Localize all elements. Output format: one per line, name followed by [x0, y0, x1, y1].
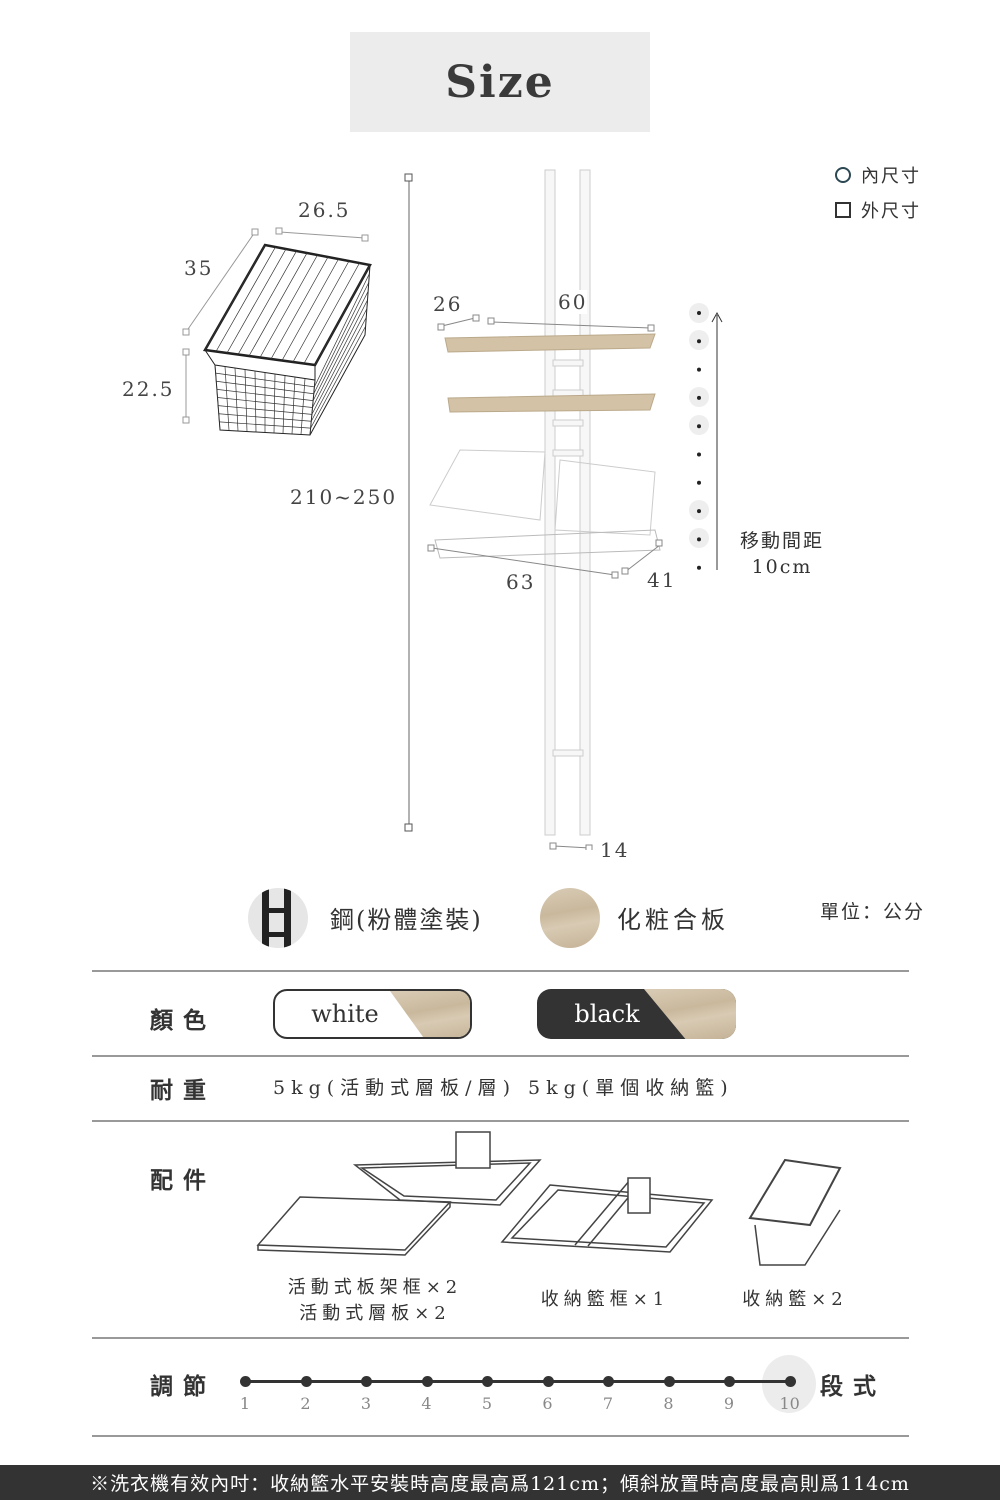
color-white-label: white	[311, 1000, 379, 1028]
adjust-step-dot[interactable]	[482, 1376, 493, 1387]
adjust-step-dot[interactable]	[240, 1376, 251, 1387]
adjust-step-dot[interactable]	[542, 1376, 554, 1387]
adjust-step-number: 6	[542, 1394, 553, 1413]
accessories-diagram	[256, 1131, 842, 1266]
basket-frame-depth-label: 41	[647, 568, 677, 592]
load-text: 5kg(活動式層板/層) 5kg(單個收納籃)	[273, 1077, 734, 1099]
accessories-row-label: 配件	[150, 1167, 216, 1194]
adjust-step-number: 9	[723, 1394, 735, 1413]
basket-frame-width-label: 63	[506, 570, 536, 594]
wood-material-icon	[540, 888, 600, 948]
legend-inner-label: 內尺寸	[861, 166, 921, 187]
load-row-label: 耐重	[150, 1077, 216, 1104]
color-black-label: black	[574, 1000, 640, 1028]
shelf-width-label: 60	[558, 290, 588, 314]
adjust-step-number: 5	[481, 1394, 493, 1413]
divider	[92, 1055, 909, 1057]
divider	[92, 1435, 909, 1437]
steel-material-icon	[248, 888, 308, 948]
material-wood: 化粧合板	[617, 906, 729, 934]
adjust-step-number: 1	[239, 1394, 251, 1413]
foot-label: 14	[600, 838, 630, 862]
adjust-step-number: 10	[779, 1394, 800, 1413]
adjust-step-dot[interactable]	[603, 1376, 614, 1387]
divider	[92, 1120, 909, 1122]
accessory-shelf-frame: 活動式板架框×2 活動式層板×2	[270, 1275, 480, 1327]
adjust-step-number: 7	[602, 1394, 614, 1413]
accessory-basket-frame: 收納籃框×1	[540, 1289, 670, 1310]
adjust-track	[245, 1380, 790, 1383]
rack-diagram	[427, 169, 663, 850]
color-option-white[interactable]: white	[273, 989, 472, 1039]
legend-outer-label: 外尺寸	[861, 201, 921, 222]
legend-outer: 外尺寸	[835, 197, 921, 223]
height-dimension	[404, 173, 413, 832]
adjust-step-dot[interactable]	[361, 1376, 372, 1387]
spacing-info: 移動間距 10cm	[740, 528, 824, 580]
legend-inner: 內尺寸	[835, 162, 921, 188]
color-option-black[interactable]: black	[537, 989, 736, 1039]
spacing-diagram	[689, 303, 723, 570]
basket-height-label: 22.5	[122, 377, 175, 401]
shelf-depth-label: 26	[433, 292, 463, 316]
adjust-step-number: 8	[663, 1394, 674, 1413]
page-title: Size	[350, 32, 650, 132]
accessory-shelf-board-label: 活動式層板×2	[299, 1303, 451, 1324]
basket-depth-label: 35	[184, 256, 214, 280]
adjust-row-label: 調節	[150, 1373, 216, 1400]
divider	[92, 970, 909, 972]
adjust-step-dot[interactable]	[421, 1376, 433, 1387]
basket-diagram	[182, 227, 372, 436]
footer-note: ※洗衣機有效內吋：收納籃水平安裝時高度最高爲121cm；傾斜放置時高度最高則爲1…	[0, 1465, 1000, 1500]
material-steel: 鋼(粉體塗裝)	[330, 906, 483, 934]
adjust-step-dot[interactable]	[300, 1376, 312, 1387]
total-height-label: 210~250	[290, 485, 398, 509]
circle-icon	[835, 167, 851, 183]
divider	[92, 1337, 909, 1339]
accessory-basket: 收納籃×2	[742, 1289, 848, 1310]
adjust-step-number: 4	[421, 1394, 432, 1413]
adjust-step-number: 3	[360, 1394, 372, 1413]
adjust-step-dot[interactable]	[724, 1376, 735, 1387]
unit-label: 單位：公分	[820, 901, 926, 923]
adjust-step-dot[interactable]	[663, 1376, 675, 1387]
basket-width-label: 26.5	[298, 198, 351, 222]
spacing-value: 10cm	[751, 556, 813, 578]
adjust-suffix: 段式	[820, 1373, 886, 1400]
square-icon	[835, 202, 851, 218]
adjust-step-number: 2	[300, 1394, 311, 1413]
color-row-label: 顏色	[150, 1007, 216, 1034]
adjust-step-dot[interactable]	[784, 1376, 796, 1387]
accessory-shelf-frame-label: 活動式板架框×2	[287, 1277, 463, 1298]
spacing-label: 移動間距	[740, 530, 825, 552]
